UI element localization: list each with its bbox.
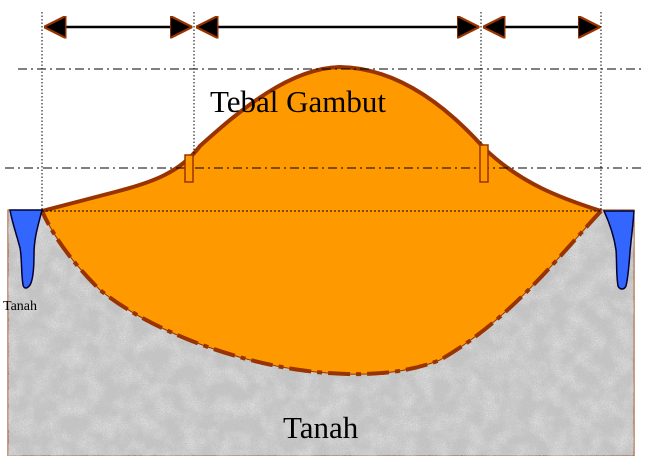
peat-thickness-label: Tebal Gambut bbox=[210, 84, 387, 119]
measurement-marker-left bbox=[184, 154, 194, 183]
soil-bottom-label: Tanah bbox=[283, 410, 359, 445]
peat-dome-top-outline bbox=[41, 65, 602, 213]
water-channel-left bbox=[9, 209, 43, 289]
water-channel-right bbox=[602, 210, 635, 290]
soil-left-label: Tanah bbox=[3, 299, 38, 314]
peat-dome-bottom-outline bbox=[40, 209, 603, 377]
measurement-marker-right bbox=[479, 144, 489, 183]
